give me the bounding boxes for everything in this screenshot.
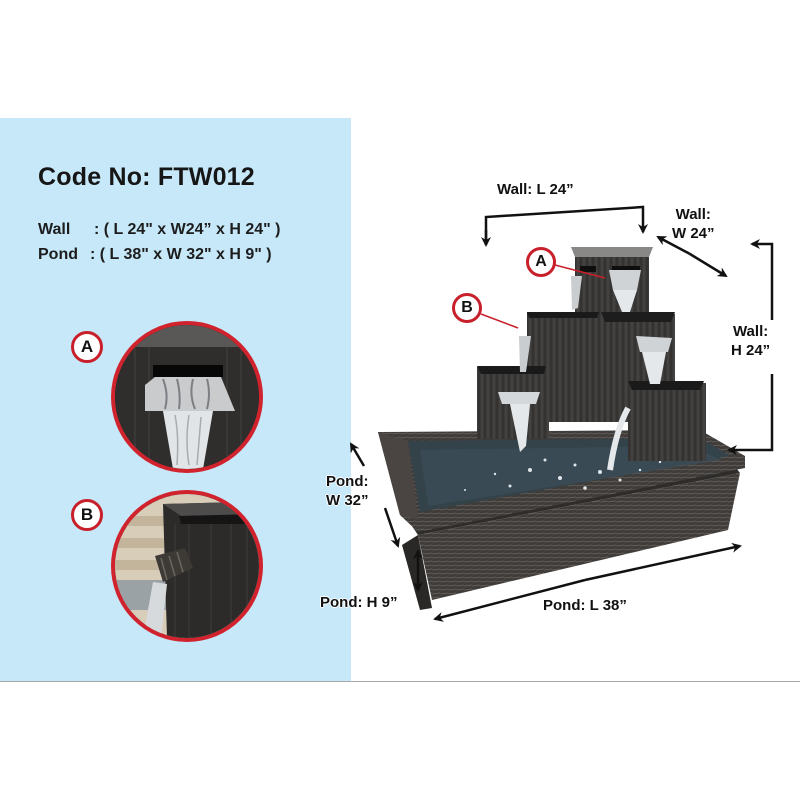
spec-wall: Wall : ( L 24" x W24” x H 24" ) — [38, 221, 281, 239]
label-wall-width-line1: Wall: — [675, 206, 711, 223]
product-code-title: Code No: FTW012 — [38, 163, 255, 191]
spec-pond-label: Pond — [38, 246, 78, 263]
label-wall-height: Wall: H 24” — [731, 322, 770, 360]
label-pond-length: Pond: L 38” — [543, 597, 627, 614]
callout-badge-a-main: A — [526, 247, 556, 277]
spec-pond: Pond : ( L 38" x W 32" x H 9" ) — [38, 246, 272, 264]
detail-image-a — [111, 321, 263, 473]
label-wall-width: Wall: W 24” — [672, 205, 715, 243]
callout-badge-a: A — [71, 331, 103, 363]
spec-pond-value: : ( L 38" x W 32" x H 9" ) — [90, 246, 272, 263]
label-pond-width: Pond: W 32” — [326, 472, 369, 510]
spec-wall-label: Wall — [38, 221, 71, 238]
label-wall-height-line2: H 24” — [731, 342, 771, 359]
dimension-arrows — [349, 205, 774, 622]
divider-line — [0, 681, 800, 682]
callout-badge-b-main: B — [452, 293, 482, 323]
callout-badge-b: B — [71, 499, 103, 531]
label-wall-length: Wall: L 24” — [497, 181, 574, 198]
label-pond-height: Pond: H 9” — [320, 594, 398, 611]
spout-b-closeup-icon — [115, 494, 259, 638]
label-wall-width-line2: W 24” — [672, 225, 715, 242]
detail-image-b — [111, 490, 263, 642]
label-pond-width-line2: W 32” — [326, 492, 369, 509]
label-wall-height-line1: Wall: — [732, 323, 769, 340]
label-pond-width-line1: Pond: — [326, 473, 369, 490]
spec-wall-value: : ( L 24" x W24” x H 24" ) — [94, 221, 281, 238]
fountain-tiers-icon — [477, 247, 706, 471]
